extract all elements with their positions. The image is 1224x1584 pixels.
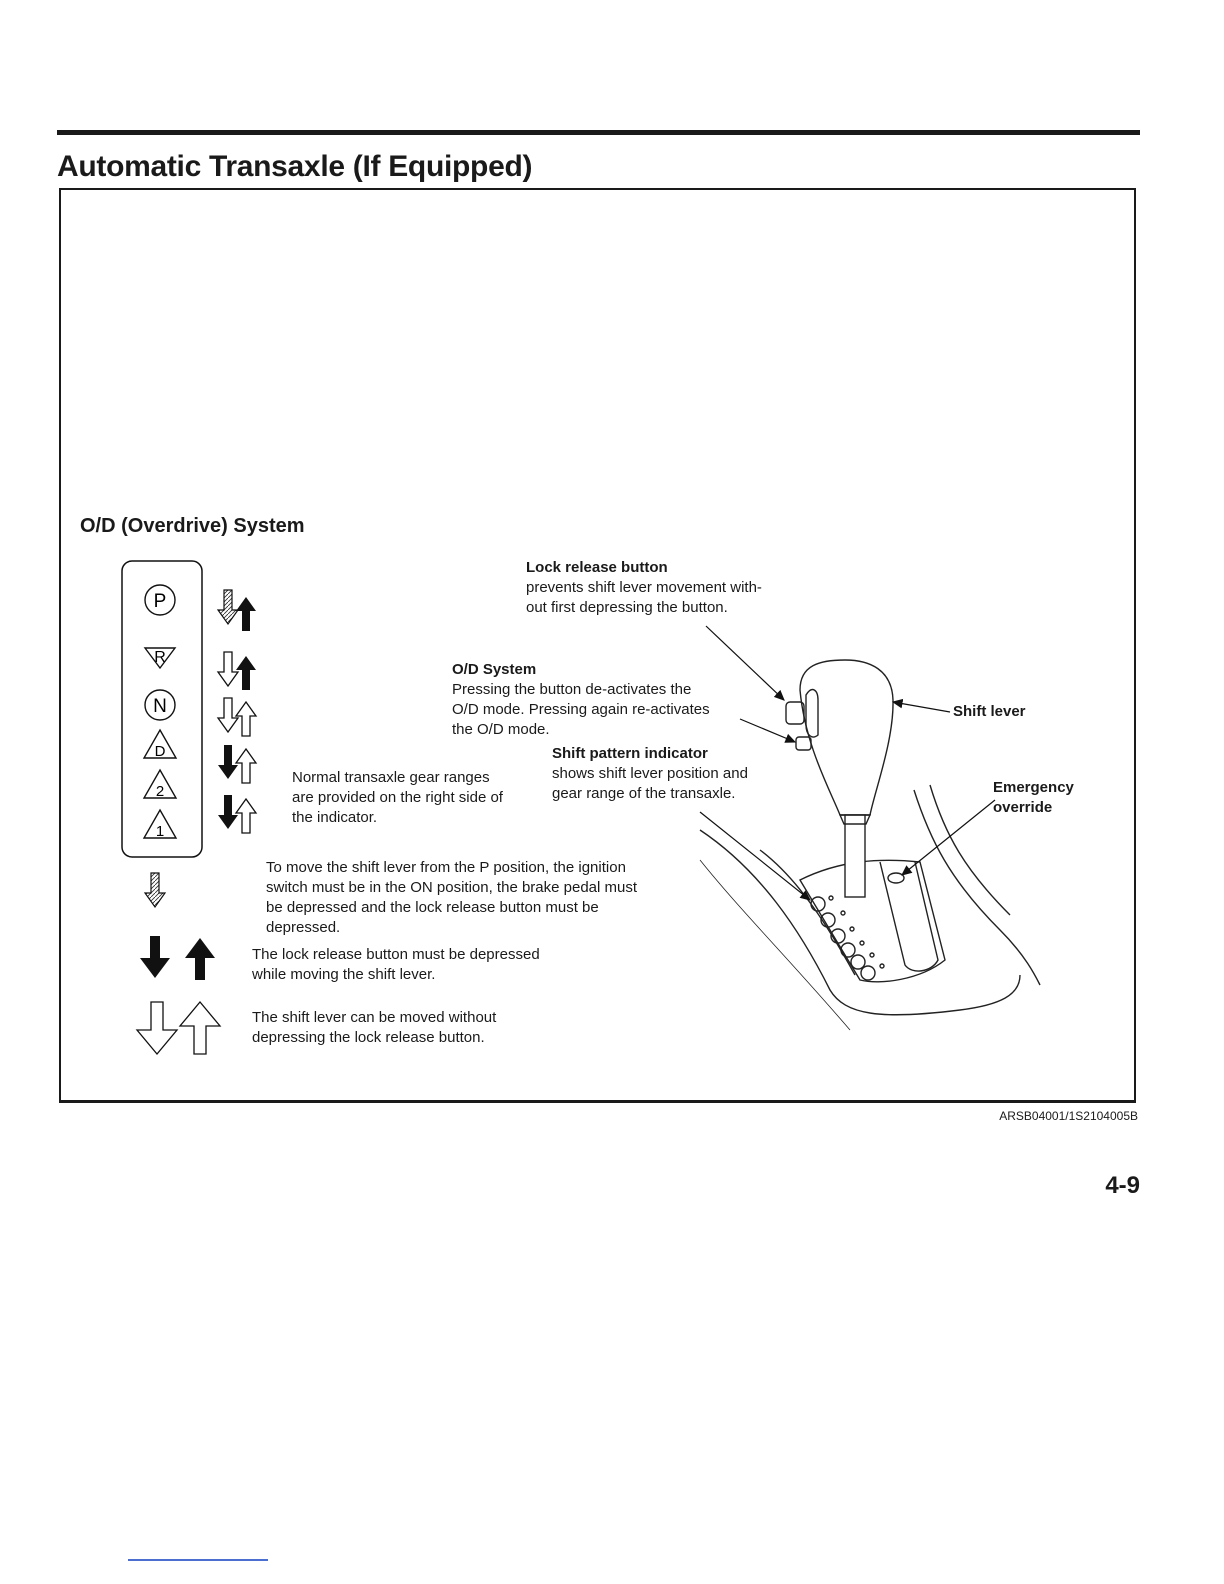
shift-pattern-callout: Shift pattern indicator shows shift leve…: [552, 744, 748, 804]
normal-ranges-line: the indicator.: [292, 809, 378, 826]
od-system-line: the O/D mode.: [452, 721, 550, 738]
gear-r-icon: R: [143, 647, 177, 670]
svg-text:N: N: [153, 696, 167, 717]
svg-text:R: R: [154, 649, 166, 666]
normal-ranges-line: are provided on the right side of: [292, 789, 503, 806]
legend-must-depress: The lock release button must be depresse…: [252, 946, 540, 983]
legend-hatched-arrow-icon: [144, 872, 166, 908]
shift-lever-label: Shift lever: [953, 703, 1026, 720]
legend-outline-arrows-icon: [135, 1000, 222, 1056]
gear-p-icon: P: [144, 584, 176, 616]
shift-pattern-line: shows shift lever position and: [552, 765, 748, 782]
gear-2-icon: 2: [142, 768, 178, 800]
gear-indicator-panel: [121, 560, 203, 858]
shift-lever-illustration: [699, 659, 1041, 1031]
figure-code: ARSB04001/1S2104005B: [999, 1109, 1138, 1123]
od-system-callout: O/D System Pressing the button de-activa…: [452, 660, 710, 740]
legend-move-from-p: To move the shift lever from the P posit…: [266, 859, 638, 936]
gear-d-icon: D: [142, 728, 178, 760]
shift-pattern-title: Shift pattern indicator: [552, 745, 708, 762]
footer-rule: [128, 1559, 268, 1561]
page-number: 4-9: [1105, 1172, 1140, 1199]
svg-text:P: P: [154, 591, 167, 612]
emergency-override-label: Emergency override: [993, 779, 1074, 816]
svg-text:1: 1: [156, 823, 164, 840]
od-system-line: Pressing the button de-activates the: [452, 681, 692, 698]
lock-release-line: prevents shift lever movement with-: [526, 579, 762, 596]
gear-1-icon: 1: [142, 808, 178, 840]
legend-without-depress: The shift lever can be moved without dep…: [252, 1009, 497, 1046]
lock-release-line: out first depressing the button.: [526, 599, 728, 616]
section-heading: O/D (Overdrive) System: [80, 515, 305, 537]
lock-release-title: Lock release button: [526, 559, 668, 576]
legend-filled-arrows-icon: [140, 936, 215, 980]
figure-box: [59, 188, 1136, 1103]
gear-n-icon: N: [144, 689, 176, 721]
top-rule: [57, 130, 1140, 135]
od-system-line: O/D mode. Pressing again re-activates: [452, 701, 710, 718]
svg-text:2: 2: [156, 783, 164, 800]
svg-text:D: D: [155, 743, 166, 760]
lock-release-callout: Lock release button prevents shift lever…: [526, 558, 762, 618]
page-title: Automatic Transaxle (If Equipped): [57, 150, 533, 183]
shift-pattern-line: gear range of the transaxle.: [552, 785, 736, 802]
od-system-title: O/D System: [452, 661, 537, 678]
callout-leaders: [699, 625, 996, 901]
shift-arrows-column: [217, 589, 257, 834]
normal-ranges-line: Normal transaxle gear ranges: [292, 769, 490, 786]
normal-ranges-note: Normal transaxle gear ranges are provide…: [292, 768, 503, 828]
